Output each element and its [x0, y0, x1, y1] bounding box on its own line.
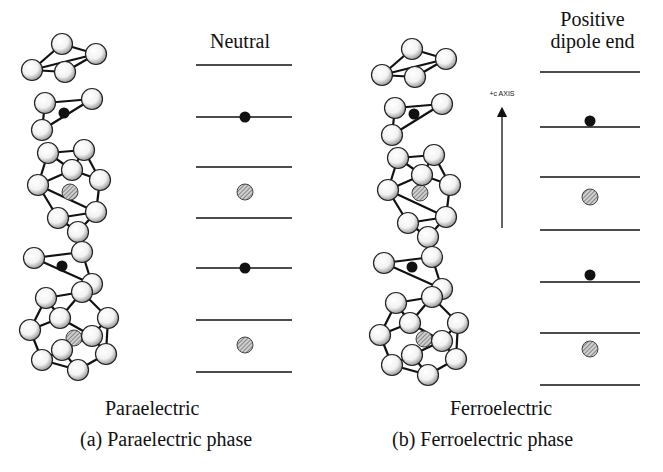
- oxygen-atom: [385, 98, 406, 119]
- layer-line: [196, 371, 292, 373]
- oxygen-atom: [72, 282, 93, 303]
- cation-dot: [237, 184, 253, 200]
- oxygen-atom: [405, 67, 426, 88]
- oxygen-atom: [82, 89, 103, 110]
- oxygen-atom: [72, 242, 93, 263]
- oxygen-atom: [90, 170, 111, 191]
- oxygen-atom: [378, 180, 399, 201]
- oxygen-atom: [400, 313, 421, 334]
- oxygen-atom: [422, 287, 443, 308]
- axis-label: +c AXIS: [487, 90, 517, 98]
- axis-arrow: [501, 112, 502, 228]
- ion-atom: [57, 261, 68, 272]
- oxygen-atom: [36, 288, 57, 309]
- oxygen-atom: [432, 331, 453, 352]
- cation-atom: [62, 184, 78, 200]
- layer-line: [540, 229, 640, 231]
- oxygen-atom: [432, 94, 453, 115]
- phase-header: Neutral: [210, 30, 300, 52]
- oxygen-atom: [402, 345, 423, 366]
- oxygen-atom: [98, 308, 119, 329]
- oxygen-atom: [86, 202, 107, 223]
- oxygen-atom: [446, 349, 467, 370]
- oxygen-atom: [48, 208, 69, 229]
- layer-line: [540, 281, 640, 283]
- ion-dot: [585, 270, 596, 281]
- oxygen-atom: [436, 49, 457, 70]
- oxygen-atom: [38, 143, 59, 164]
- ion-dot: [585, 116, 596, 127]
- layer-line: [540, 71, 640, 73]
- phase-header: Positive dipole end: [535, 8, 650, 52]
- oxygen-atom: [55, 62, 76, 83]
- layer-line: [196, 166, 292, 168]
- cation-dot: [237, 337, 253, 353]
- layer-line: [196, 319, 292, 321]
- oxygen-atom: [52, 340, 73, 361]
- oxygen-atom: [448, 313, 469, 334]
- oxygen-atom: [374, 253, 395, 274]
- oxygen-atom: [422, 247, 443, 268]
- oxygen-atom: [32, 120, 53, 141]
- layer-line: [540, 384, 640, 386]
- oxygen-atom: [68, 222, 89, 243]
- oxygen-atom: [82, 326, 103, 347]
- oxygen-atom: [96, 344, 117, 365]
- oxygen-atom: [436, 207, 457, 228]
- subfigure-caption: (b) Ferroelectric phase: [392, 428, 652, 450]
- phase-name: Paraelectric: [105, 397, 245, 419]
- oxygen-atom: [402, 39, 423, 60]
- ion-atom: [409, 109, 420, 120]
- oxygen-atom: [50, 308, 71, 329]
- oxygen-atom: [68, 360, 89, 381]
- oxygen-atom: [86, 44, 107, 65]
- oxygen-atom: [62, 160, 83, 181]
- cation-atom: [416, 331, 432, 347]
- oxygen-atom: [370, 325, 391, 346]
- cation-dot: [582, 341, 598, 357]
- oxygen-atom: [424, 145, 445, 166]
- cation-atom: [412, 185, 428, 201]
- oxygen-atom: [22, 60, 43, 81]
- oxygen-atom: [418, 227, 439, 248]
- oxygen-atom: [372, 65, 393, 86]
- layer-line: [540, 176, 640, 178]
- oxygen-atom: [28, 175, 49, 196]
- oxygen-atom: [52, 34, 73, 55]
- ion-dot: [240, 263, 251, 274]
- oxygen-atom: [412, 165, 433, 186]
- oxygen-atom: [20, 320, 41, 341]
- ion-atom: [59, 108, 70, 119]
- phase-name: Ferroelectric: [450, 397, 600, 419]
- oxygen-atom: [418, 365, 439, 386]
- oxygen-atom: [382, 355, 403, 376]
- subfigure-caption: (a) Paraelectric phase: [80, 428, 340, 450]
- oxygen-atom: [386, 293, 407, 314]
- oxygen-atom: [74, 140, 95, 161]
- oxygen-atom: [398, 213, 419, 234]
- layer-line: [196, 64, 292, 66]
- oxygen-atom: [382, 125, 403, 146]
- oxygen-atom: [32, 350, 53, 371]
- oxygen-atom: [440, 175, 461, 196]
- oxygen-atom: [35, 93, 56, 114]
- cation-dot: [582, 189, 598, 205]
- ion-atom: [407, 262, 418, 273]
- ion-dot: [240, 112, 251, 123]
- layer-line: [540, 332, 640, 334]
- layer-line: [196, 217, 292, 219]
- oxygen-atom: [388, 148, 409, 169]
- oxygen-atom: [24, 248, 45, 269]
